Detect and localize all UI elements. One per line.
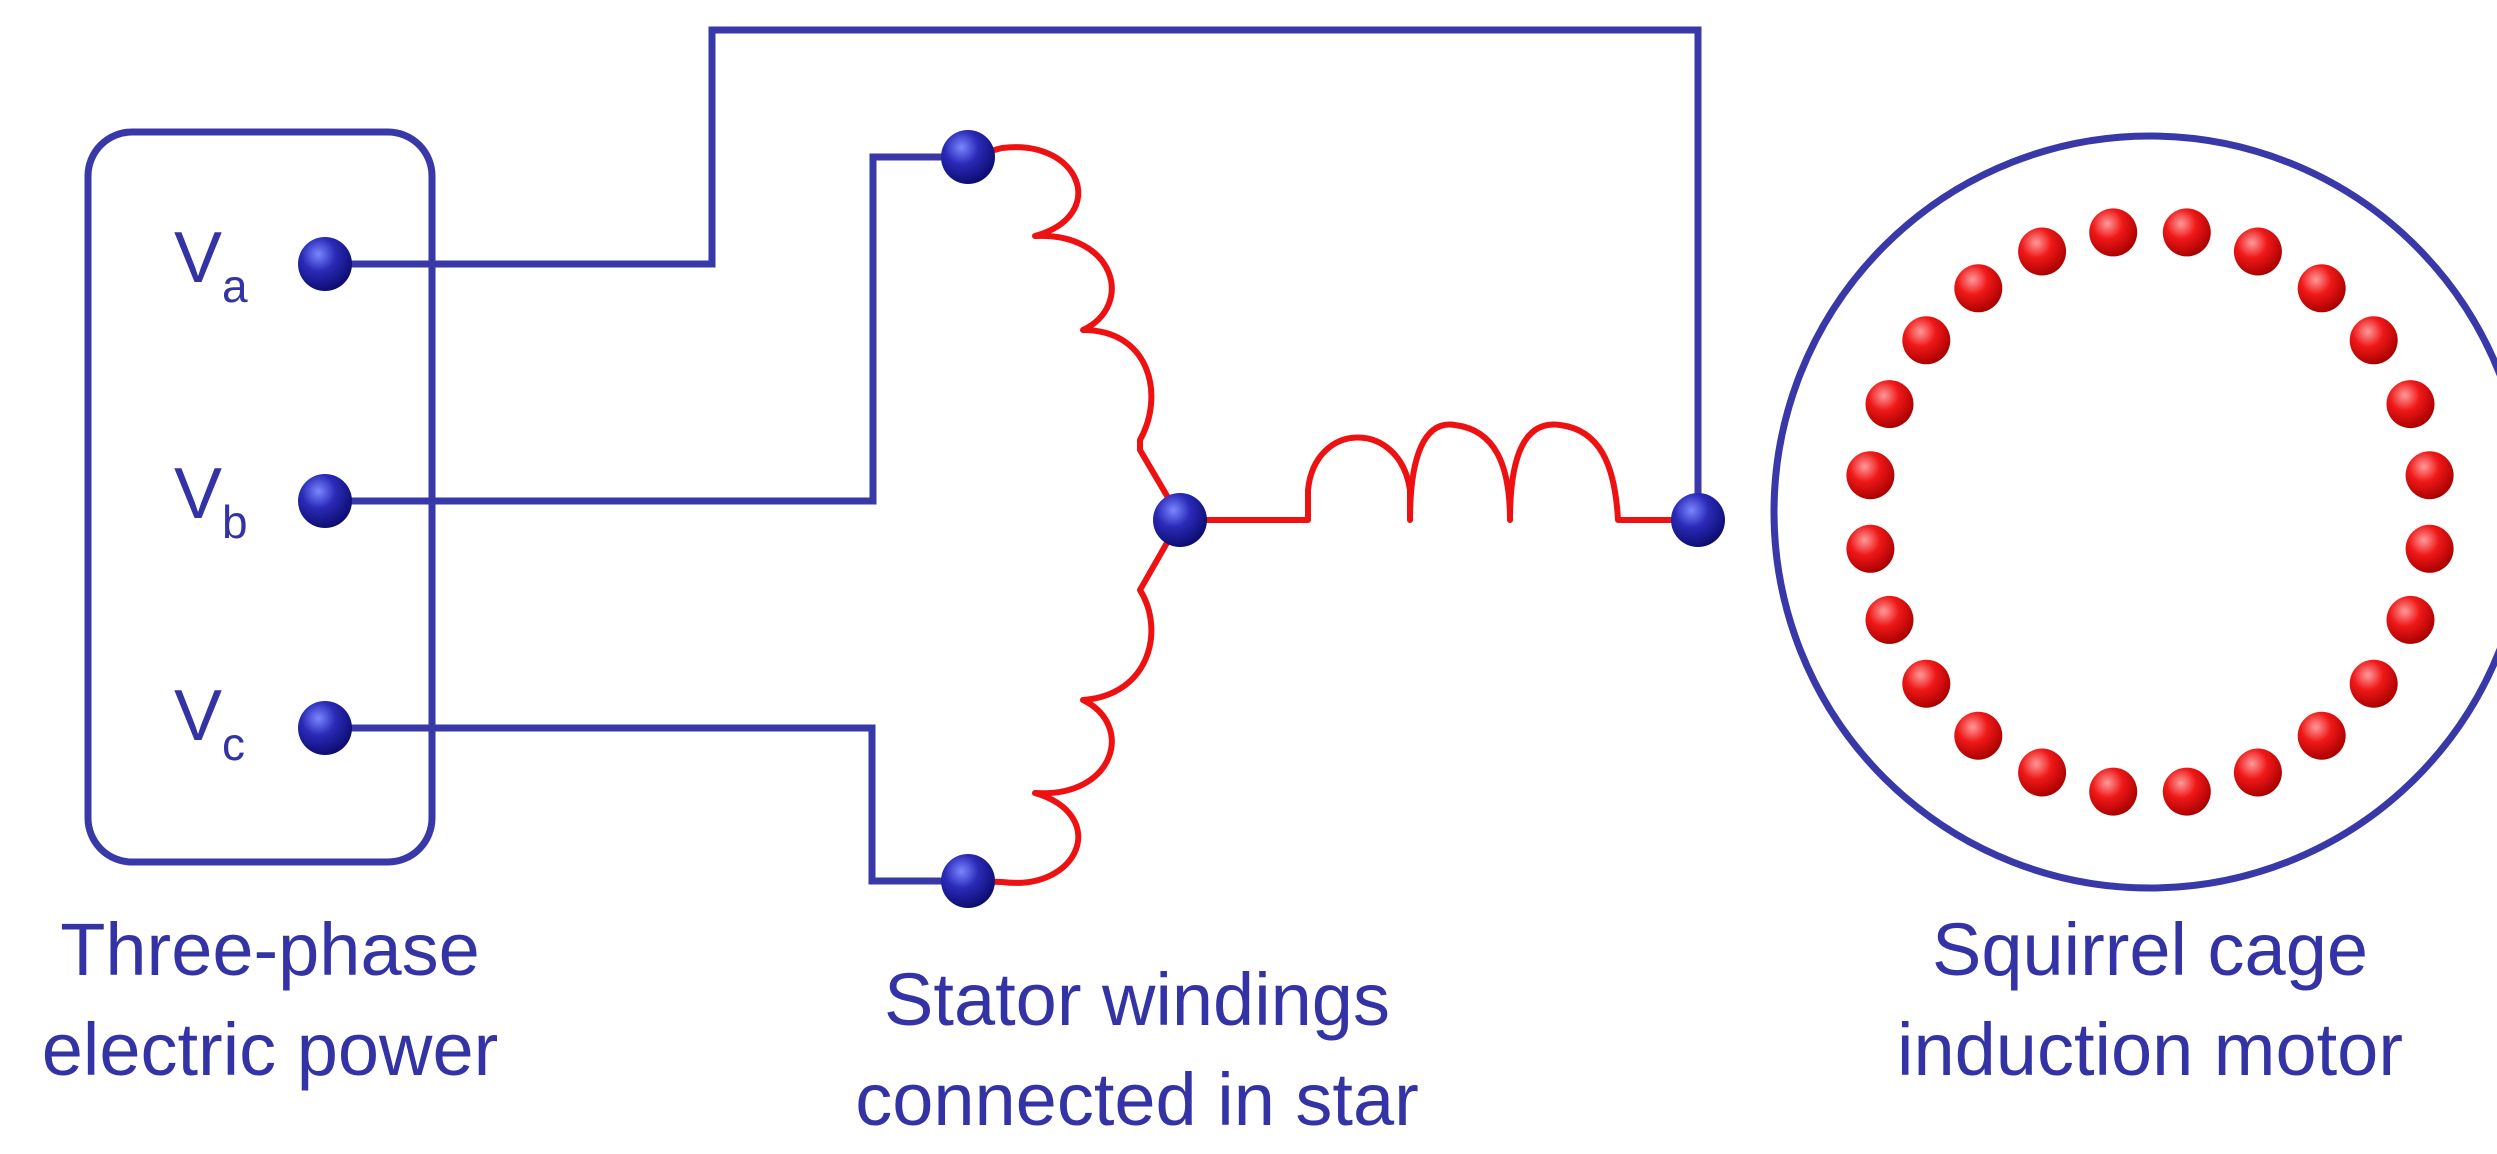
caption-stator-line2: connected in star — [855, 1058, 1419, 1141]
rotor-bar — [2297, 264, 2346, 313]
rotor-bar — [1865, 595, 1914, 644]
terminal-node-b — [298, 474, 352, 528]
rotor-bar — [2089, 208, 2138, 257]
phase-label-b: Vb — [174, 454, 248, 548]
stator-coil-lower — [965, 517, 1183, 886]
rotor-bar — [1954, 264, 2003, 313]
wire-phase-b — [321, 153, 970, 505]
rotor-bar — [1954, 711, 2003, 760]
stator-coil-upper — [965, 144, 1183, 521]
star-neutral-node — [1153, 493, 1207, 547]
rotor-bar — [1902, 316, 1951, 365]
phase-label-a: Va — [174, 218, 248, 312]
rotor-bar — [2405, 524, 2454, 573]
rotor-bar — [2018, 748, 2067, 797]
winding-right-node — [1671, 493, 1725, 547]
rotor-bar — [1902, 659, 1951, 708]
terminal-node-a — [298, 237, 352, 291]
rotor-bars — [1846, 208, 2454, 816]
rotor-bar — [2018, 227, 2067, 276]
caption-power-line1: Three-phase — [60, 908, 480, 991]
caption-stator-line1: Stator windings — [884, 958, 1390, 1041]
rotor-bar — [1846, 451, 1895, 500]
caption-power-line2: electric power — [42, 1008, 499, 1091]
winding-top-node — [941, 130, 995, 184]
rotor-bar — [2386, 380, 2435, 429]
wire-phase-c — [321, 724, 970, 885]
power-source-box — [84, 128, 436, 866]
rotor-bar — [1865, 380, 1914, 429]
caption-motor-line1: Squirrel cage — [1932, 908, 2368, 991]
rotor-bar — [1846, 524, 1895, 573]
motor-outline — [1770, 132, 2497, 892]
wire-phase-a — [321, 26, 1702, 524]
rotor-bar — [2386, 595, 2435, 644]
caption-motor-line2: induction motor — [1897, 1008, 2403, 1091]
terminal-node-c — [298, 701, 352, 755]
rotor-bar — [2162, 767, 2211, 816]
rotor-bar — [2405, 451, 2454, 500]
rotor-bar — [2089, 767, 2138, 816]
phase-label-c: Vc — [174, 676, 245, 770]
rotor-bar — [2162, 208, 2211, 257]
stator-coil-horizontal — [1177, 421, 1701, 523]
rotor-bar — [2349, 316, 2398, 365]
winding-bottom-node — [941, 854, 995, 908]
rotor-bar — [2233, 748, 2282, 797]
rotor-bar — [2349, 659, 2398, 708]
rotor-bar — [2297, 711, 2346, 760]
rotor-bar — [2233, 227, 2282, 276]
